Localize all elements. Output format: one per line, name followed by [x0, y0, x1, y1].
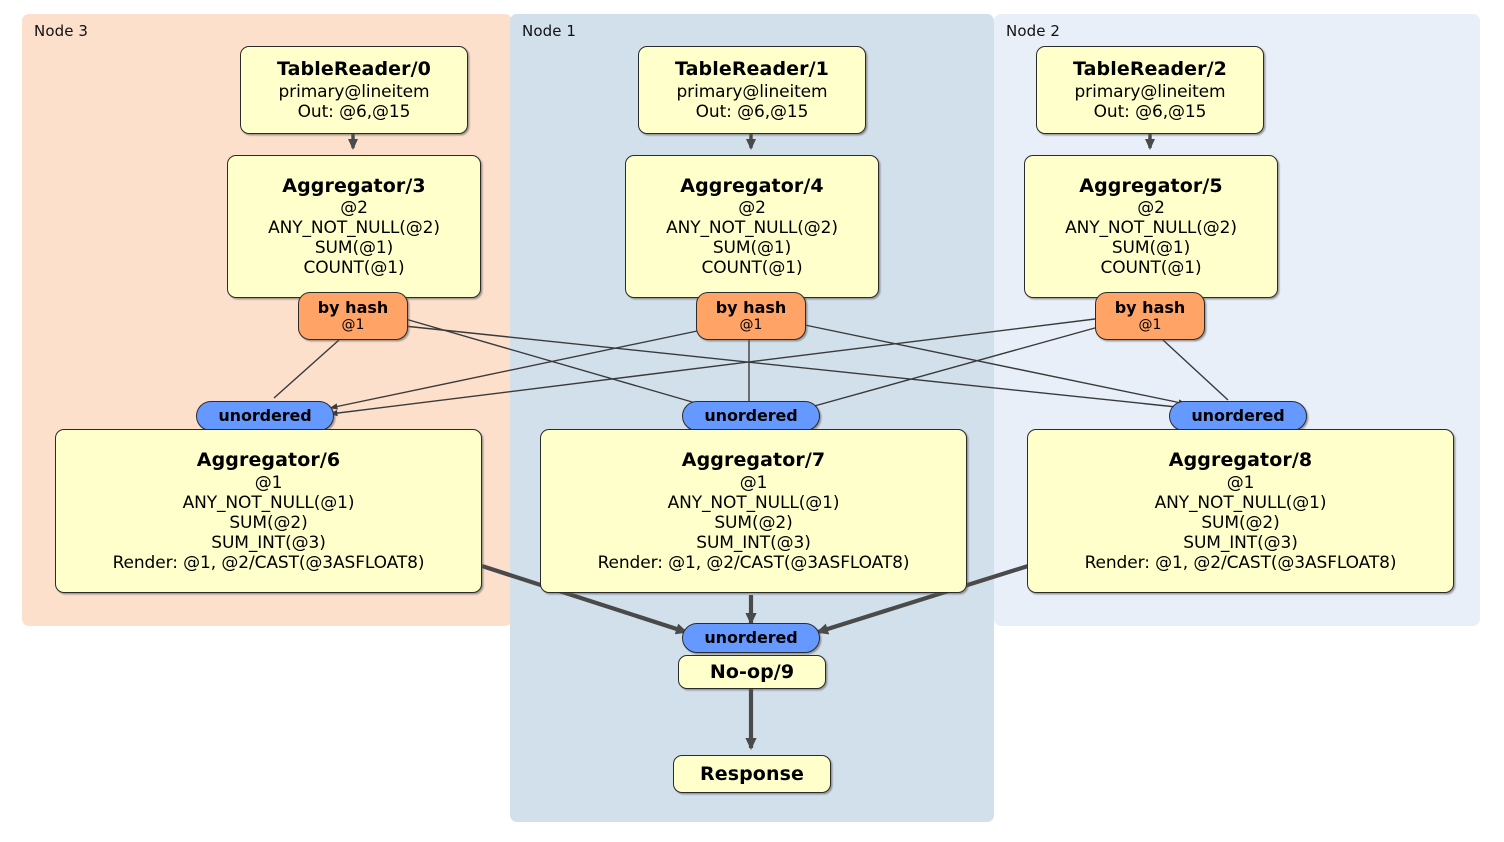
- box-line: SUM(@2): [714, 512, 793, 533]
- edge-aggregator8-unordered-final: [816, 563, 1029, 635]
- box-tablereader1[interactable]: TableReader/1 primary@lineitem Out: @6,@…: [638, 46, 866, 134]
- pill-subtitle: @1: [1138, 317, 1162, 334]
- box-line: SUM(@2): [1201, 512, 1280, 533]
- box-line: @1: [1226, 472, 1255, 493]
- pill-unordered-left[interactable]: unordered: [196, 401, 334, 431]
- box-line: COUNT(@1): [303, 258, 405, 279]
- pill-title: by hash: [1114, 297, 1186, 317]
- node-region-label-node1: Node 1: [522, 22, 577, 40]
- node-region-label-node2: Node 2: [1006, 22, 1061, 40]
- edge-hashright-unordered-mid: [799, 325, 1103, 412]
- pill-title: unordered: [704, 405, 798, 425]
- box-title: Aggregator/6: [196, 449, 341, 472]
- box-title: TableReader/1: [675, 58, 829, 81]
- pill-title: unordered: [218, 405, 312, 425]
- box-line: @1: [254, 472, 283, 493]
- box-line: @2: [340, 198, 368, 219]
- box-line: ANY_NOT_NULL(@2): [268, 218, 440, 239]
- edge-hashright-unordered-right: [1162, 339, 1229, 401]
- box-line: Render: @1, @2/CAST(@3ASFLOAT8): [112, 552, 425, 573]
- box-line: SUM_INT(@3): [211, 532, 326, 553]
- box-tablereader0[interactable]: TableReader/0 primary@lineitem Out: @6,@…: [240, 46, 468, 134]
- pill-subtitle: @1: [739, 317, 763, 334]
- box-line: SUM(@1): [712, 238, 792, 259]
- box-line: SUM_INT(@3): [1183, 532, 1298, 553]
- box-line: SUM_INT(@3): [696, 532, 811, 553]
- box-line: ANY_NOT_NULL(@1): [667, 492, 840, 513]
- box-aggregator5[interactable]: Aggregator/5 @2 ANY_NOT_NULL(@2) SUM(@1)…: [1024, 155, 1278, 298]
- box-title: No-op/9: [709, 660, 795, 683]
- box-line: @2: [738, 198, 766, 219]
- pill-unordered-final[interactable]: unordered: [682, 623, 820, 653]
- edge-hashleft-unordered-mid: [401, 317, 707, 407]
- box-line: SUM(@2): [229, 512, 308, 533]
- pill-title: by hash: [317, 297, 389, 317]
- box-line: ANY_NOT_NULL(@1): [1154, 492, 1327, 513]
- box-line: primary@lineitem: [1074, 81, 1226, 102]
- edge-hashmid-unordered-left: [329, 329, 703, 410]
- box-line: Out: @6,@15: [297, 101, 411, 122]
- pill-by-hash-right[interactable]: by hash @1: [1095, 292, 1205, 340]
- box-title: Aggregator/4: [680, 174, 824, 197]
- pill-unordered-mid[interactable]: unordered: [682, 401, 820, 431]
- pill-title: unordered: [704, 627, 798, 647]
- pill-subtitle: @1: [341, 317, 365, 334]
- box-line: SUM(@1): [314, 238, 394, 259]
- edge-hashright-unordered-left: [329, 317, 1104, 417]
- box-response[interactable]: Response: [673, 755, 831, 793]
- box-title: TableReader/0: [277, 58, 431, 81]
- box-line: Out: @6,@15: [1093, 101, 1207, 122]
- box-title: Aggregator/3: [282, 174, 426, 197]
- box-line: SUM(@1): [1111, 238, 1191, 259]
- box-tablereader2[interactable]: TableReader/2 primary@lineitem Out: @6,@…: [1036, 46, 1264, 134]
- pill-unordered-right[interactable]: unordered: [1169, 401, 1307, 431]
- box-line: ANY_NOT_NULL(@1): [182, 492, 355, 513]
- box-line: Render: @1, @2/CAST(@3ASFLOAT8): [597, 552, 910, 573]
- box-line: Render: @1, @2/CAST(@3ASFLOAT8): [1084, 552, 1397, 573]
- box-line: primary@lineitem: [278, 81, 430, 102]
- pill-by-hash-left[interactable]: by hash @1: [298, 292, 408, 340]
- edge-hashmid-unordered-right: [799, 323, 1187, 406]
- box-line: ANY_NOT_NULL(@2): [666, 218, 838, 239]
- box-aggregator3[interactable]: Aggregator/3 @2 ANY_NOT_NULL(@2) SUM(@1)…: [227, 155, 481, 298]
- box-aggregator4[interactable]: Aggregator/4 @2 ANY_NOT_NULL(@2) SUM(@1)…: [625, 155, 879, 298]
- box-title: Aggregator/7: [681, 449, 826, 472]
- box-title: Aggregator/5: [1079, 174, 1223, 197]
- box-line: Out: @6,@15: [695, 101, 809, 122]
- box-line: COUNT(@1): [1100, 258, 1202, 279]
- box-noop9[interactable]: No-op/9: [678, 655, 826, 689]
- pill-by-hash-mid[interactable]: by hash @1: [696, 292, 806, 340]
- pill-title: unordered: [1191, 405, 1285, 425]
- box-aggregator7[interactable]: Aggregator/7 @1 ANY_NOT_NULL(@1) SUM(@2)…: [540, 429, 967, 593]
- box-line: ANY_NOT_NULL(@2): [1065, 218, 1237, 239]
- box-title: TableReader/2: [1073, 58, 1227, 81]
- box-title: Aggregator/8: [1168, 449, 1313, 472]
- edge-aggregator6-unordered-final: [481, 564, 688, 635]
- edge-hashleft-unordered-left: [273, 339, 340, 399]
- box-aggregator6[interactable]: Aggregator/6 @1 ANY_NOT_NULL(@1) SUM(@2)…: [55, 429, 482, 593]
- box-line: @1: [739, 472, 768, 493]
- box-line: COUNT(@1): [701, 258, 803, 279]
- box-line: @2: [1137, 198, 1165, 219]
- pill-title: by hash: [715, 297, 787, 317]
- edge-hashleft-unordered-right: [403, 325, 1187, 411]
- box-line: primary@lineitem: [676, 81, 828, 102]
- box-aggregator8[interactable]: Aggregator/8 @1 ANY_NOT_NULL(@1) SUM(@2)…: [1027, 429, 1454, 593]
- box-title: Response: [699, 762, 804, 785]
- node-region-label-node3: Node 3: [34, 22, 89, 40]
